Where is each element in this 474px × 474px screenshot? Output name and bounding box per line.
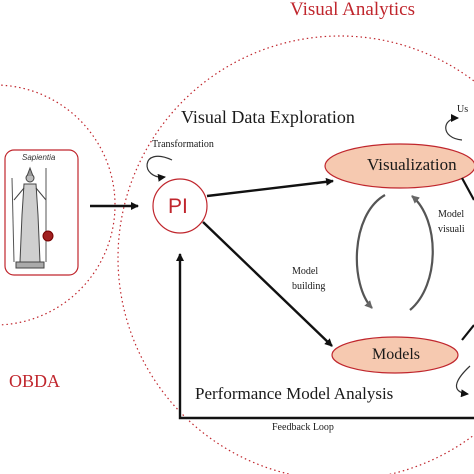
pi-to-models-arrow xyxy=(202,221,333,347)
models-label: Models xyxy=(372,346,420,363)
feedback-loop-label: Feedback Loop xyxy=(272,422,334,433)
transformation-label: Transformation xyxy=(152,139,214,150)
visualization-right-arrow xyxy=(461,177,474,201)
feedback-loop-arrow xyxy=(176,253,474,420)
cycle-right-arrow xyxy=(409,195,434,311)
sapientia-label: Sapientia xyxy=(22,153,56,162)
pi-node xyxy=(152,178,208,234)
user-loop xyxy=(445,114,463,141)
pi-to-visualization-arrow xyxy=(206,177,334,198)
model-building-label: Model building xyxy=(292,266,326,292)
models-loop xyxy=(456,365,471,398)
model-visualization-label: Model visuali xyxy=(438,209,465,235)
models-right-arrow xyxy=(461,324,474,341)
models-node xyxy=(331,336,459,374)
visual-analytics-boundary xyxy=(117,35,474,474)
cycle-left-arrow xyxy=(355,194,386,309)
performance-model-analysis-title: Performance Model Analysis xyxy=(195,384,394,403)
pi-label: PI xyxy=(168,195,188,218)
visual-data-exploration-title: Visual Data Exploration xyxy=(181,107,355,127)
sapientia-image-box xyxy=(4,149,79,276)
visualization-node xyxy=(324,143,474,189)
obda-title: OBDA xyxy=(9,371,61,391)
sapientia-statue-figure xyxy=(11,166,54,269)
visual-analytics-title: Visual Analytics xyxy=(290,0,415,20)
visualization-label: Visualization xyxy=(367,155,457,174)
user-label: Us xyxy=(457,104,469,115)
transformation-loop xyxy=(146,155,173,182)
